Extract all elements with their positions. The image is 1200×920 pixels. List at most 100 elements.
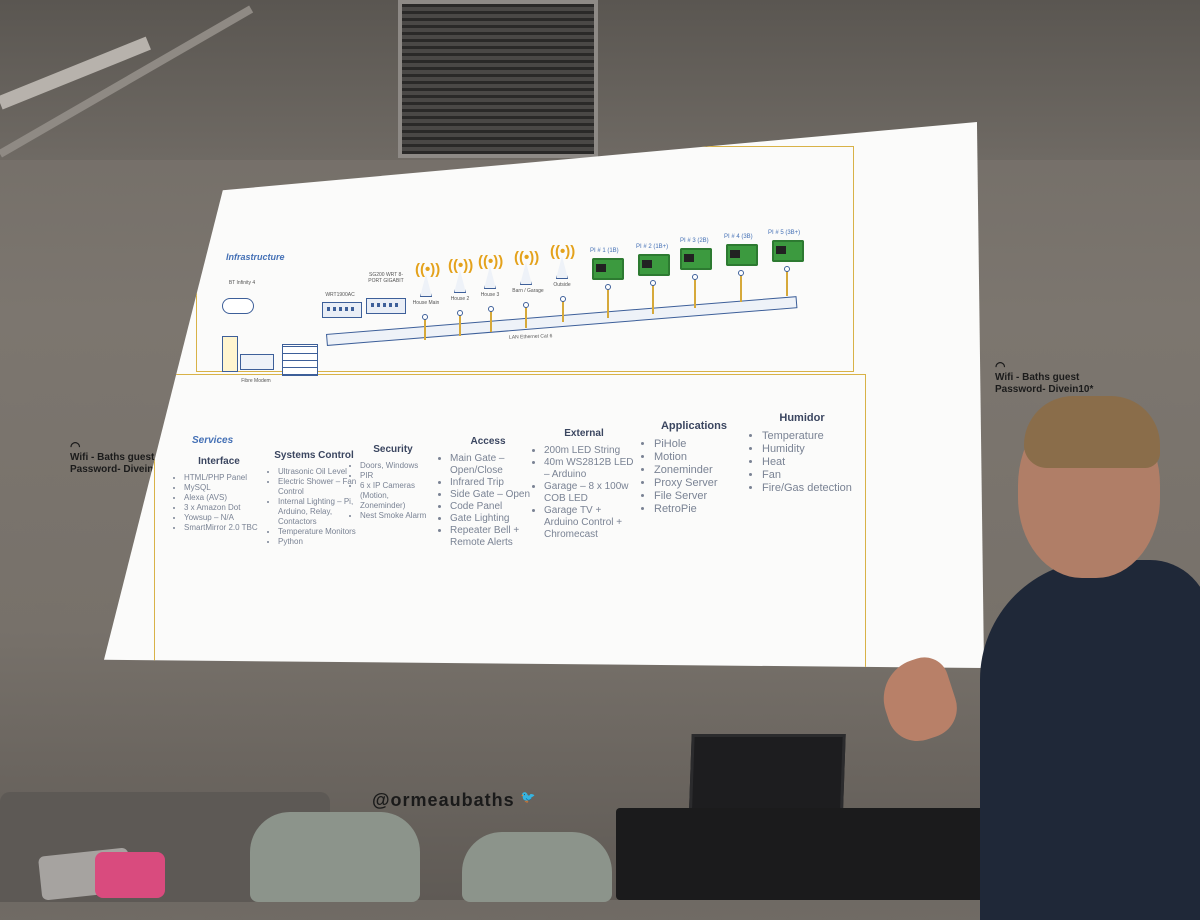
twitter-bird-icon: 🐦 (520, 790, 537, 804)
list-item: Zoneminder (654, 464, 744, 477)
pi-drop-2 (652, 284, 654, 314)
fibre-modem-label: Fibre Modem (241, 378, 271, 384)
list-item: HTML/PHP Panel (184, 473, 264, 483)
projection-screen (104, 122, 984, 668)
list-item: Temperature Monitors (278, 527, 360, 537)
services-title: Services (192, 435, 234, 446)
wifi-right-line2: Password- Divein10* (995, 384, 1094, 395)
router-label: WRT1900AC (325, 292, 355, 298)
column-external: External 200m LED String 40m WS2812B LED… (534, 428, 634, 541)
ap-label-4: Barn / Garage (512, 288, 544, 294)
list-item: SmartMirror 2.0 TBC (184, 523, 264, 533)
column-title: Security (373, 444, 413, 455)
twitter-handle-text: @ormeaubaths (372, 790, 515, 810)
list-item: 200m LED String (544, 445, 634, 457)
wifi-signal-icon: ((•)) (514, 249, 540, 266)
router-icon (322, 302, 362, 318)
lectern (616, 808, 996, 900)
list-item: Garage TV + Arduino Control + Chromecast (544, 505, 634, 541)
ap-drop-2 (459, 314, 461, 336)
list-item: Nest Smoke Alarm (360, 511, 436, 521)
wifi-signal-icon: ((•)) (550, 243, 576, 260)
chair (250, 812, 420, 902)
pi-port-5 (784, 266, 790, 272)
presenter-hair (1024, 396, 1160, 468)
list-item: Internal Lighting – Pi, Arduino, Relay, … (278, 497, 360, 527)
column-title: Humidor (779, 412, 825, 424)
list-item: Code Panel (450, 501, 536, 513)
ont-icon (222, 336, 238, 372)
list-item: File Server (654, 490, 744, 503)
wifi-sign-right: ◠ Wifi - Baths guest Password- Divein10* (995, 360, 1093, 396)
pi-port-4 (738, 270, 744, 276)
wifi-right-line1: Wifi - Baths guest (995, 372, 1080, 383)
pi-label-4: PI # 4 (3B) (724, 234, 753, 240)
list-item: Fire/Gas detection (762, 482, 852, 495)
wifi-icon: ◠ (70, 439, 81, 453)
pi-port-1 (605, 284, 611, 290)
ap-drop-3 (490, 310, 492, 332)
raspberry-pi-icon (680, 248, 712, 270)
cloud-icon (222, 298, 254, 314)
ap-drop-5 (562, 300, 564, 322)
infrastructure-title: Infrastructure (226, 252, 285, 262)
firewall-icon (282, 344, 318, 376)
wifi-signal-icon: ((•)) (478, 253, 504, 270)
list-item: Heat (762, 456, 852, 469)
pi-drop-1 (607, 288, 609, 318)
column-systems-control: Systems Control Ultrasonic Oil Level Ele… (268, 450, 360, 547)
fibre-modem-icon (240, 354, 274, 370)
ap-label-3: House 3 (480, 292, 500, 298)
list-item: 6 x IP Cameras (Motion, Zoneminder) (360, 481, 436, 511)
ap-port-1 (422, 314, 428, 320)
list-item: PIR (360, 471, 436, 481)
wifi-left-line1: Wifi - Baths guest (70, 452, 155, 463)
slide: Infrastructure Services BT Infinity 4 Fi… (104, 122, 984, 668)
ap-label-2: House 2 (450, 296, 470, 302)
pi-drop-4 (740, 274, 742, 302)
list-item: Humidity (762, 443, 852, 456)
list-item: Fan (762, 469, 852, 482)
ap-drop-1 (424, 318, 426, 340)
column-title: External (564, 428, 604, 439)
ceiling-vent (398, 0, 598, 158)
list-item: MySQL (184, 483, 264, 493)
list-item: 40m WS2812B LED – Arduino (544, 457, 634, 481)
list-item: Garage – 8 x 100w COB LED (544, 481, 634, 505)
pink-cushion (95, 852, 165, 898)
list-item: 3 x Amazon Dot (184, 503, 264, 513)
list-item: Gate Lighting (450, 513, 536, 525)
raspberry-pi-icon (592, 258, 624, 280)
ap-drop-4 (525, 306, 527, 328)
pi-drop-3 (694, 278, 696, 308)
ap-label-1: House Main (412, 300, 440, 306)
switch-icon (366, 298, 406, 314)
list-item: Temperature (762, 430, 852, 443)
column-title: Access (470, 436, 506, 447)
column-title: Interface (198, 456, 240, 467)
list-item: Ultrasonic Oil Level (278, 467, 360, 477)
column-security: Security Doors, Windows PIR 6 x IP Camer… (350, 444, 436, 521)
pi-port-3 (692, 274, 698, 280)
pi-label-2: PI # 2 (1B+) (636, 244, 669, 250)
pi-label-5: PI # 5 (3B+) (768, 230, 801, 236)
column-humidor: Humidor Temperature Humidity Heat Fan Fi… (752, 412, 852, 495)
column-applications: Applications PiHole Motion Zoneminder Pr… (644, 420, 744, 516)
ceiling (0, 0, 1200, 160)
pi-drop-5 (786, 270, 788, 296)
list-item: Alexa (AVS) (184, 493, 264, 503)
wifi-left-line2: Password- Divein10* (70, 464, 169, 475)
wifi-icon: ◠ (995, 359, 1006, 373)
list-item: Doors, Windows (360, 461, 436, 471)
list-item: Electric Shower – Fan Control (278, 477, 360, 497)
wifi-sign-left: ◠ Wifi - Baths guest Password- Divein10* (70, 440, 168, 476)
raspberry-pi-icon (638, 254, 670, 276)
list-item: Main Gate – Open/Close (450, 453, 536, 477)
column-interface: Interface HTML/PHP Panel MySQL Alexa (AV… (174, 456, 264, 533)
pi-label-1: PI # 1 (1B) (590, 248, 619, 254)
raspberry-pi-icon (726, 244, 758, 266)
column-title: Applications (660, 420, 727, 432)
list-item: PiHole (654, 438, 744, 451)
column-title: Systems Control (274, 450, 354, 461)
list-item: Python (278, 537, 360, 547)
